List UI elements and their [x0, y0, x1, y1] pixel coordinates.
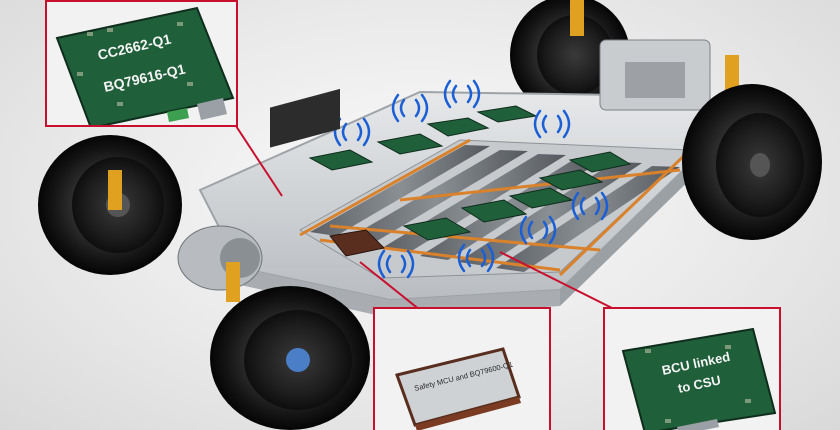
wireless-signal-icon: [533, 109, 571, 139]
cell-supervisor-boards: [308, 105, 632, 257]
wireless-signal-icon: [457, 243, 495, 273]
wireless-signal-icon: [571, 191, 609, 221]
safety-mcu-board-image: Safety MCU and BQ79600-Q1: [375, 309, 549, 430]
busbars: [299, 138, 692, 277]
wireless-signal-icons: [333, 79, 609, 279]
cell-monitor-board-image: CC2662-Q1 BQ79616-Q1: [47, 2, 236, 125]
wheel-rear-right: [682, 84, 822, 240]
front-motor: [108, 88, 340, 302]
callout-leader-lines: [235, 125, 621, 313]
rear-motor: [570, 0, 739, 111]
wireless-signal-icon: [519, 215, 557, 245]
wireless-signal-icon: [443, 79, 481, 109]
callout-bottom-middle: Safety MCU and BQ79600-Q1: [373, 307, 551, 430]
wireless-signal-icon: [391, 93, 429, 123]
wheel-front-right: [210, 286, 370, 430]
bcu-board-image: BCU linked to CSU: [605, 309, 779, 430]
callout-top-left: CC2662-Q1 BQ79616-Q1: [45, 0, 238, 127]
callout-bottom-right: BCU linked to CSU: [603, 307, 781, 430]
wireless-signal-icon: [377, 249, 415, 279]
